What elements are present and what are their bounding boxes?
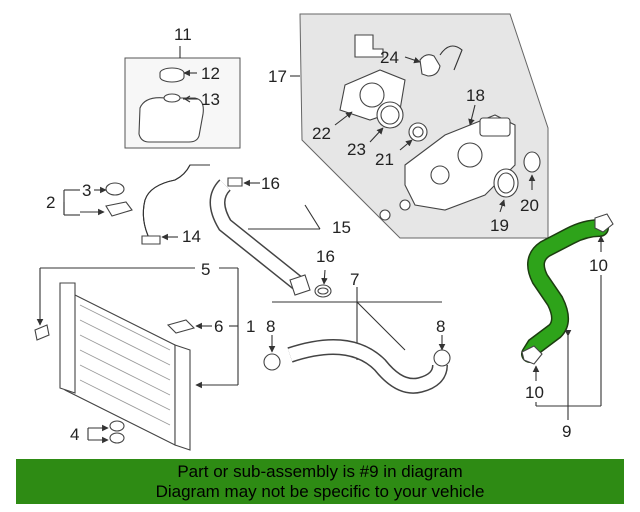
notice-line-1: Part or sub-assembly is #9 in diagram: [177, 462, 463, 481]
upper-hose-15: [209, 177, 332, 298]
callout-24: 24: [380, 48, 399, 67]
overflow-hose-14: [141, 164, 210, 245]
highlighted-hose-9[interactable]: [521, 219, 609, 363]
callout-18: 18: [466, 86, 485, 105]
radiator-group: [34, 267, 239, 451]
callout-10-upper: 10: [589, 256, 608, 275]
bracket-group-2: [63, 182, 133, 217]
callout-13: 13: [201, 90, 220, 109]
callout-14: 14: [182, 227, 201, 246]
clamp-10-lower: [521, 345, 543, 381]
callout-2: 2: [46, 193, 55, 212]
clamp-10-upper: [594, 213, 614, 252]
reservoir-group: [124, 46, 241, 149]
callout-22: 22: [312, 124, 331, 143]
callout-21: 21: [375, 150, 394, 169]
callout-17: 17: [268, 67, 287, 86]
lower-hose-7: [263, 287, 451, 394]
callout-15: 15: [332, 218, 351, 237]
callout-10-lower: 10: [525, 383, 544, 402]
callout-8a: 8: [266, 317, 275, 336]
callout-3: 3: [82, 181, 91, 200]
callout-5: 5: [201, 260, 210, 279]
notice-banner: Part or sub-assembly is #9 in diagram Di…: [16, 459, 624, 504]
callout-16b: 16: [316, 247, 335, 266]
callout-7: 7: [350, 270, 359, 289]
notice-line-2: Diagram may not be specific to your vehi…: [155, 482, 485, 501]
parts-diagram: 11 12 13 17: [34, 13, 614, 451]
callout-19: 19: [490, 216, 509, 235]
callout-16a: 16: [261, 174, 280, 193]
callout-8b: 8: [436, 317, 445, 336]
callout-11: 11: [174, 25, 192, 44]
callout-1: 1: [246, 317, 255, 336]
callout-6: 6: [214, 317, 223, 336]
callout-20: 20: [520, 196, 539, 215]
callout-12: 12: [201, 64, 220, 83]
callout-9: 9: [562, 422, 571, 441]
callout-4: 4: [70, 425, 79, 444]
callout-23: 23: [347, 140, 366, 159]
